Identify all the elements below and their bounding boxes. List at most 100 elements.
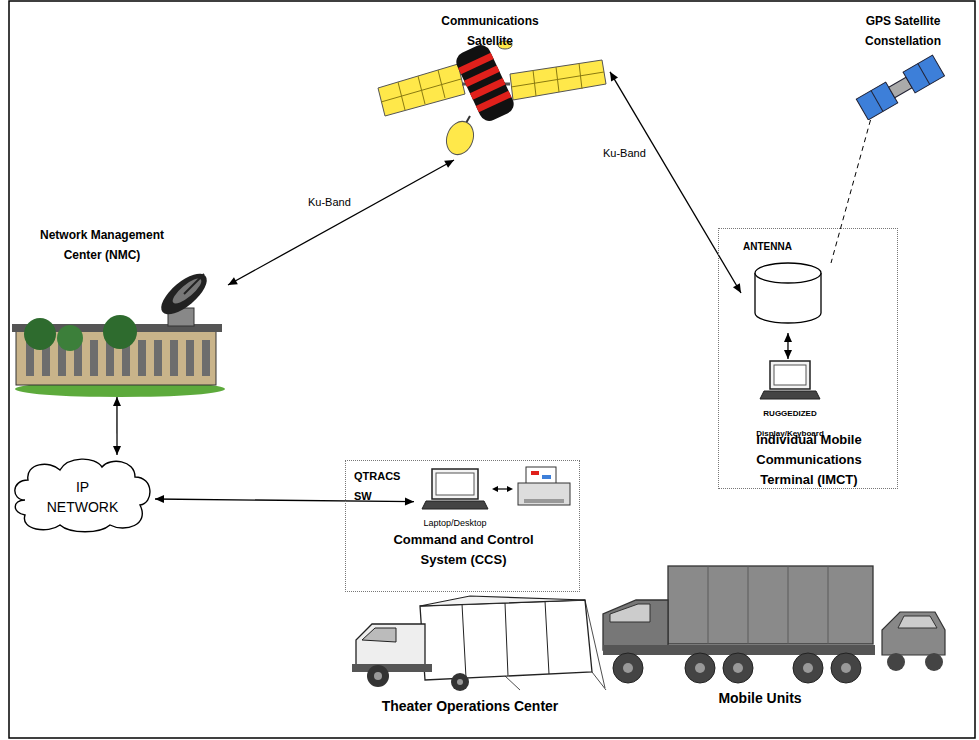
art-rect xyxy=(526,467,556,485)
link-line xyxy=(610,72,741,293)
art-circle xyxy=(367,665,389,687)
gps-node: GPS Satellite Constellation xyxy=(838,8,968,120)
cloud-label: IP NETWORK xyxy=(47,479,119,515)
art-ellipse xyxy=(755,263,821,283)
arrow-head xyxy=(610,72,618,82)
link-line xyxy=(228,160,454,285)
arrow-head xyxy=(733,283,741,293)
art-path xyxy=(898,616,937,628)
art-line xyxy=(381,79,461,102)
art-line xyxy=(505,676,520,690)
art-rect xyxy=(352,664,432,672)
text-holder: Communications Satellite xyxy=(425,10,555,50)
art-circle xyxy=(451,673,469,691)
antenna-node: ANTENNA xyxy=(741,233,831,333)
software-label: QTRACS SW xyxy=(354,470,400,502)
arrow-head xyxy=(405,498,414,506)
art-circle xyxy=(57,325,83,351)
mobile-units-illustration xyxy=(603,566,945,683)
art-rect xyxy=(202,340,210,376)
text-holder: ANTENNA xyxy=(743,235,829,255)
nmc-title: Network Management Center (NMC) xyxy=(40,228,164,262)
ip-cloud-art xyxy=(10,455,155,535)
art-path xyxy=(603,600,668,650)
art-circle xyxy=(723,653,753,683)
art-line xyxy=(828,566,829,644)
art-circle xyxy=(803,663,813,673)
art-rect xyxy=(518,483,570,505)
art-line xyxy=(748,566,749,644)
text-holder: Command and Control System (CCS) xyxy=(376,529,551,569)
arrow-head xyxy=(444,160,454,168)
connector xyxy=(228,160,454,285)
art-line xyxy=(592,672,606,690)
text-holder: RUGGEDIZED Display/Keyboard xyxy=(742,401,838,441)
art-g xyxy=(856,55,944,120)
art-line xyxy=(545,601,549,674)
satellite-node-art xyxy=(370,8,610,160)
text-holder: Individual Mobile Communications Termina… xyxy=(739,429,879,489)
art-path xyxy=(882,612,945,655)
art-line xyxy=(708,566,709,644)
satellite-node: Communications Satellite xyxy=(370,8,610,160)
art-circle xyxy=(695,663,705,673)
connector xyxy=(784,333,792,359)
art-line xyxy=(462,604,466,678)
art-circle xyxy=(733,663,743,673)
art-polygon xyxy=(378,64,465,116)
dashed-link xyxy=(831,120,871,263)
art-line xyxy=(505,603,508,676)
art-path xyxy=(610,604,650,622)
art-rect xyxy=(770,361,810,389)
art-circle xyxy=(623,663,633,673)
art-rect xyxy=(453,42,517,124)
text-holder: Network Management Center (NMC) xyxy=(32,224,172,264)
art-polygon xyxy=(760,391,820,399)
ccs-title: Command and Control System (CCS) xyxy=(393,532,533,567)
art-rect xyxy=(542,475,551,479)
art-rect xyxy=(436,473,474,495)
arrow-head xyxy=(155,495,164,503)
art-rect xyxy=(668,566,873,644)
art-path xyxy=(15,459,150,532)
ccs-box: QTRACS SW Command and Control System (CCS… xyxy=(345,460,580,592)
art-rect xyxy=(170,340,178,376)
art-circle xyxy=(841,663,851,673)
art-rect xyxy=(774,365,806,385)
gps-title: GPS Satellite Constellation xyxy=(865,14,941,48)
art-polygon xyxy=(492,486,498,492)
art-ellipse xyxy=(442,118,478,159)
art-circle xyxy=(613,653,643,683)
art-rect xyxy=(186,340,194,376)
nmc-node: Network Management Center (NMC) xyxy=(12,222,228,397)
art-rect xyxy=(138,340,146,376)
connector xyxy=(610,72,741,293)
text-holder: IP NETWORK xyxy=(40,477,125,517)
ip-cloud: IP NETWORK xyxy=(10,455,155,535)
art-polygon xyxy=(507,486,513,492)
arrow-head xyxy=(113,397,121,406)
theater-operations-illustration xyxy=(352,596,606,691)
art-line xyxy=(511,72,604,87)
art-rect xyxy=(524,499,564,503)
laptop-node: Laptop/Desktop xyxy=(414,467,496,530)
art-rect xyxy=(154,340,162,376)
imct-box: Individual Mobile Communications Termina… xyxy=(718,228,898,489)
art-line xyxy=(871,91,883,112)
band-label: Ku-Band xyxy=(306,196,353,209)
art-circle xyxy=(685,653,715,683)
imct-title: Individual Mobile Communications Termina… xyxy=(756,432,861,487)
mobile-units-label: Mobile Units xyxy=(660,690,860,708)
art-ellipse xyxy=(169,275,204,307)
art-circle xyxy=(24,318,56,350)
art-circle xyxy=(831,653,861,683)
connector xyxy=(155,495,414,505)
satellite-title: Communications Satellite xyxy=(441,14,538,48)
connector xyxy=(831,120,871,263)
terminal-label: RUGGEDIZED Display/Keyboard xyxy=(756,409,824,438)
art-rect xyxy=(903,55,944,93)
art-circle xyxy=(374,672,382,680)
text-holder: GPS Satellite Constellation xyxy=(843,10,963,50)
art-line xyxy=(788,566,789,644)
